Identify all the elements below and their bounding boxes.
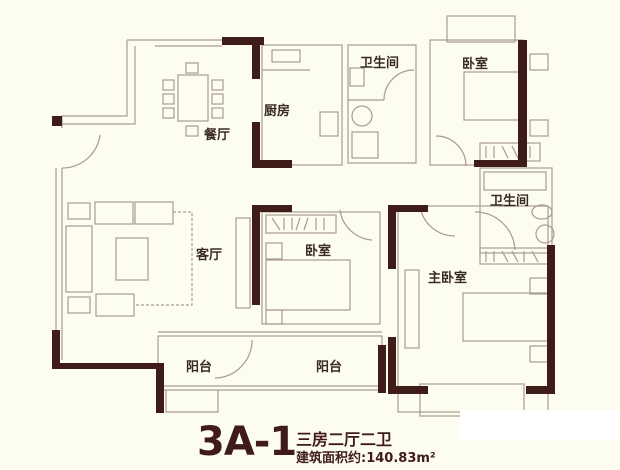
room-label-bedroom-mid: 卧室 [305,244,332,259]
area-text: 建筑面积约:140.83m² [296,451,436,466]
room-label-bathroom-2: 卫生间 [490,194,530,209]
room-label-master-bedroom: 主卧室 [428,271,468,286]
room-label-dining: 餐厅 [204,128,231,143]
white-patch [460,410,620,440]
model-code: 3A-1 [197,419,297,465]
room-label-bathroom-1: 卫生间 [360,56,400,71]
room-label-bedroom-ne: 卧室 [462,57,489,72]
room-label-living: 客厅 [196,248,223,263]
room-label-balcony-west: 阳台 [186,360,213,375]
room-label-balcony-east: 阳台 [316,360,343,375]
room-label-kitchen: 厨房 [264,104,291,119]
layout-text: 三房二厅二卫 [296,430,393,449]
